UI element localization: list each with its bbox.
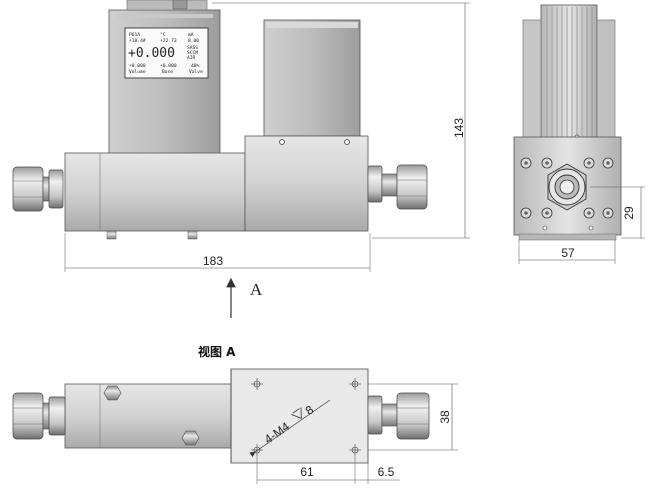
lcd-line5b: Base <box>162 69 173 75</box>
view-a: 视图 A 4-M4 8 <box>12 344 458 484</box>
lcd-line1a: P61A <box>129 32 140 38</box>
lcd-main-value: +0.000 <box>128 46 175 61</box>
view-a-title: 视图 A <box>198 344 236 359</box>
valve-coil <box>263 19 361 137</box>
lcd-display: P61A °C mA +18.4# +22.73 8.00 +0.000 SAS… <box>124 27 209 79</box>
lcd-side1: SASS <box>187 45 198 51</box>
dim-total-height: 143 <box>452 118 466 138</box>
side-heatsink <box>540 4 598 140</box>
view-a-right-fitting <box>367 392 430 440</box>
front-view: P61A °C mA +18.4# +22.73 8.00 +0.000 SAS… <box>12 0 470 318</box>
lcd-line2a: +18.4# <box>129 38 146 44</box>
view-a-body <box>64 383 236 449</box>
lcd-side2: SCCM <box>187 50 198 56</box>
lcd-line5a: Volume <box>129 69 146 75</box>
dim-side-width: 57 <box>561 246 575 260</box>
dim-side-center-height: 29 <box>622 206 636 220</box>
view-a-mount-plate <box>230 368 369 464</box>
lcd-line2c: 8.00 <box>188 38 199 44</box>
dim-hole-offset: 6.5 <box>378 465 395 479</box>
lcd-line4c: 48% <box>191 63 200 69</box>
lcd-line4b: +0.000 <box>160 63 177 69</box>
valve-block <box>244 135 369 232</box>
right-fitting <box>367 164 428 210</box>
lcd-line5c: Valve <box>189 69 203 75</box>
side-view: 29 57 <box>513 4 645 264</box>
view-a-left-fitting <box>12 392 66 440</box>
left-fitting <box>12 166 64 212</box>
dim-bottom-width: 38 <box>438 410 452 424</box>
lcd-line1c: mA <box>188 32 194 38</box>
lcd-line4a: +0.000 <box>129 63 146 69</box>
dim-total-length: 183 <box>203 254 223 268</box>
lcd-side3: AIR <box>187 55 196 61</box>
side-port-fitting <box>547 163 587 211</box>
lcd-line2b: +22.73 <box>160 38 177 44</box>
main-body <box>64 152 246 232</box>
view-arrow-label: A <box>250 280 263 299</box>
dim-hole-spacing: 61 <box>300 465 314 479</box>
lcd-line1b: °C <box>160 32 166 38</box>
